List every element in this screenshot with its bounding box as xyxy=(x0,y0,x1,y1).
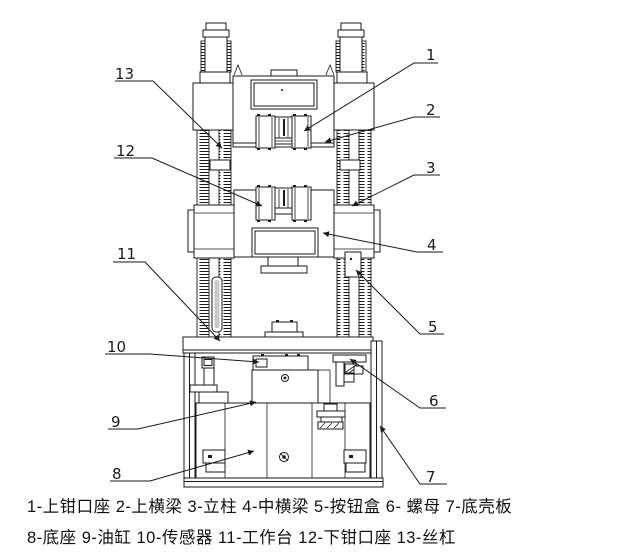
callout-11-leader xyxy=(113,261,221,342)
legend-line-1: 1-上钳口座 2-上横梁 3-立柱 4-中横梁 5-按钮盒 6- 螺母 7-底壳… xyxy=(27,497,512,516)
callout-9-leader xyxy=(108,400,257,430)
callout-label-10: 10 xyxy=(107,338,126,356)
top-cap-right xyxy=(333,22,375,131)
callout-label-12: 12 xyxy=(116,142,135,160)
callout-2-leader xyxy=(324,116,440,144)
oil-cylinder xyxy=(251,369,331,404)
callout-8-leader xyxy=(110,449,255,482)
top-cap-left xyxy=(192,22,234,131)
callout-label-2: 2 xyxy=(426,101,436,119)
callout-label-9: 9 xyxy=(111,413,121,431)
callout-label-8: 8 xyxy=(112,465,122,483)
sensor xyxy=(252,354,309,371)
callout-3-leader xyxy=(351,174,440,207)
callout-labels: 1 2 3 4 5 6 7 8 9 10 11 12 13 xyxy=(107,46,439,486)
base xyxy=(195,402,371,479)
callout-label-1: 1 xyxy=(426,46,436,64)
screw-tie-right xyxy=(339,159,361,171)
table-pedestal xyxy=(264,320,304,338)
screw-tie-left xyxy=(209,159,231,171)
lower-jaw-holder xyxy=(255,185,312,222)
legend: 1-上钳口座 2-上横梁 3-立柱 4-中横梁 5-按钮盒 6- 螺母 7-底壳… xyxy=(27,497,512,547)
callout-7-leader xyxy=(379,425,447,485)
callout-1-leader xyxy=(303,62,438,132)
callout-6-leader xyxy=(349,358,446,409)
worktable xyxy=(182,336,374,354)
callout-label-5: 5 xyxy=(428,318,438,336)
upper-jaw-holder xyxy=(255,114,312,150)
left-leg-bracket xyxy=(189,356,229,404)
callout-label-4: 4 xyxy=(427,236,437,254)
pump-stack xyxy=(316,403,346,430)
callout-leaders xyxy=(105,62,447,485)
callout-10-leader xyxy=(105,353,260,365)
callout-label-13: 13 xyxy=(115,65,134,83)
callout-4-leader xyxy=(322,231,443,253)
surface-mark-right xyxy=(325,63,335,76)
callout-label-7: 7 xyxy=(426,468,436,486)
callout-label-11: 11 xyxy=(117,245,136,263)
gauge-lever xyxy=(211,276,223,333)
callout-label-6: 6 xyxy=(429,392,439,410)
callout-12-leader xyxy=(114,157,263,207)
callout-5-leader xyxy=(355,269,444,335)
callout-label-3: 3 xyxy=(426,159,436,177)
callout-13-leader xyxy=(115,80,223,149)
surface-mark-left xyxy=(233,63,243,76)
legend-line-2: 8-底座 9-油缸 10-传感器 11-工作台 12-下钳口座 13-丝杠 xyxy=(27,527,456,547)
nut-assembly xyxy=(332,354,367,387)
